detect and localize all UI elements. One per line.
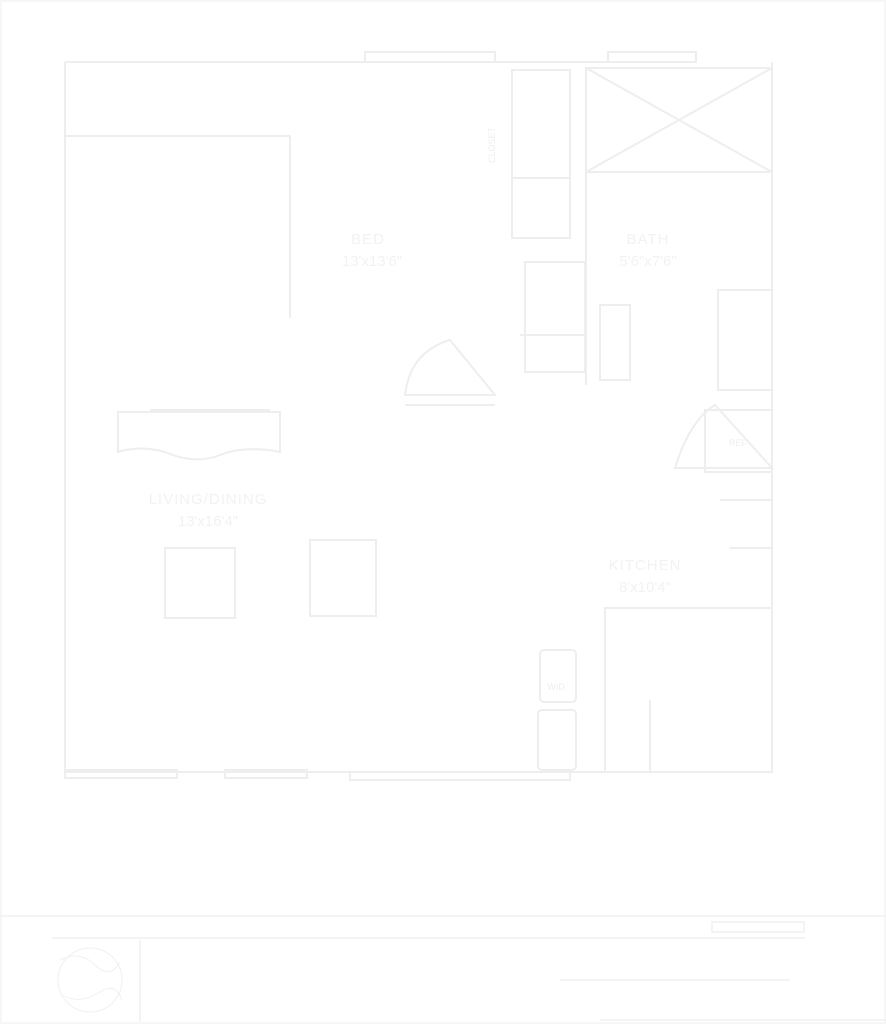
room-dim-living: 13'x16'4" bbox=[178, 513, 238, 530]
room-dim-bed: 13'x13'6" bbox=[342, 253, 402, 270]
vanity bbox=[717, 289, 773, 391]
logo-seal bbox=[57, 947, 123, 1013]
media-wall bbox=[309, 539, 377, 617]
dining-table bbox=[164, 547, 236, 619]
window-bed bbox=[364, 51, 496, 63]
title-block bbox=[0, 915, 886, 1022]
room-label-bath: BATH bbox=[627, 231, 670, 248]
fridge-box bbox=[704, 409, 773, 473]
scale-bar bbox=[711, 921, 805, 933]
closet-label: CLOSET bbox=[487, 126, 497, 163]
bedroom-closet-wall bbox=[65, 135, 291, 318]
fridge-label: REF bbox=[729, 438, 748, 448]
hall-closet bbox=[524, 261, 586, 373]
shower bbox=[585, 67, 773, 173]
bedroom-door-swing bbox=[403, 338, 498, 396]
logo-ring bbox=[57, 947, 123, 1013]
laundry-label: W/D bbox=[547, 682, 565, 692]
toilet-tank bbox=[599, 304, 631, 381]
room-label-living: LIVING/DINING bbox=[149, 491, 268, 508]
sofa bbox=[117, 411, 281, 461]
window-living-2 bbox=[224, 769, 308, 779]
fridge-swing bbox=[673, 403, 775, 469]
window-living-1 bbox=[64, 769, 178, 779]
bedroom-closet bbox=[511, 69, 571, 239]
room-dim-kitchen: 8'x10'4" bbox=[619, 579, 671, 596]
walls bbox=[64, 51, 775, 781]
window-bath bbox=[607, 51, 697, 63]
kitchen-island bbox=[604, 607, 773, 773]
room-label-bed: BED bbox=[351, 231, 385, 248]
washer bbox=[539, 649, 577, 703]
room-dim-bath: 5'6"x7'6" bbox=[619, 253, 676, 270]
shower-x2 bbox=[585, 67, 773, 173]
logo-flourish bbox=[59, 955, 123, 1001]
window-kitchen bbox=[349, 771, 571, 781]
dryer bbox=[537, 709, 577, 771]
room-label-kitchen: KITCHEN bbox=[609, 557, 682, 574]
